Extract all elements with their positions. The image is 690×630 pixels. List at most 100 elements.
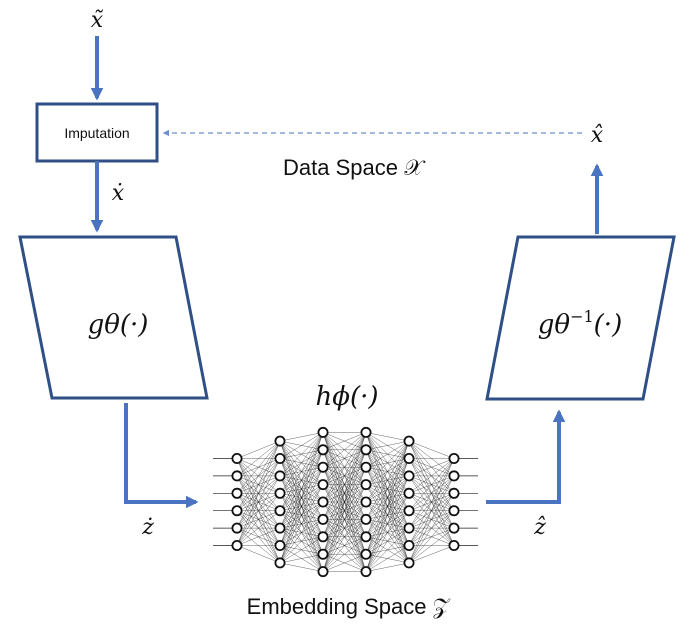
network-connection (322, 432, 367, 451)
z-dot-label: ż (141, 515, 154, 540)
network-node (360, 426, 372, 438)
network-connection (408, 440, 455, 459)
network-connection (365, 458, 410, 572)
x-tilde-label: x̃ (91, 8, 104, 33)
network-connection (279, 432, 324, 529)
network-connection (322, 432, 367, 555)
network-connection (365, 527, 410, 572)
network-node (360, 444, 372, 456)
network-connection (322, 519, 367, 572)
decoder-label-superscript: −1 (570, 307, 594, 326)
network-node (360, 566, 372, 578)
network-node (403, 522, 415, 534)
data-space-label: Data Space 𝒳 (283, 155, 426, 180)
network-connection (322, 432, 367, 503)
network-connection (408, 458, 455, 511)
network-connection (236, 527, 281, 546)
encoder-to-network-arrow (124, 403, 199, 509)
neural-network (213, 426, 478, 578)
network-node (403, 435, 415, 447)
network-node (448, 505, 460, 517)
network-connection (408, 510, 455, 564)
imputation-box: Imputation (35, 102, 159, 163)
network-connection (279, 536, 324, 564)
network-node (317, 513, 329, 525)
network-connection (365, 441, 410, 555)
network-connection (279, 432, 324, 442)
network-connection (365, 493, 410, 572)
network-connection (322, 553, 367, 572)
network-node (317, 496, 329, 508)
network-node (317, 426, 329, 438)
network-connection (236, 440, 281, 477)
network-node (231, 505, 243, 517)
network-node (231, 540, 243, 552)
z-hat-label: ẑ (533, 515, 546, 540)
network-node (360, 496, 372, 508)
network-node (448, 540, 460, 552)
network-connection (236, 441, 281, 546)
network-connection (279, 449, 324, 563)
network-node (274, 487, 286, 499)
network-connection (322, 432, 367, 520)
network-node (403, 540, 415, 552)
network-connection (322, 432, 367, 537)
network-connection (279, 484, 324, 564)
x-hat-label: x̂ (591, 123, 604, 148)
network-connection (408, 458, 455, 494)
network-node (231, 487, 243, 499)
network-node (274, 470, 286, 482)
network-connection (322, 501, 367, 572)
network-node (403, 487, 415, 499)
network-connection (322, 484, 367, 572)
network-connection (279, 432, 324, 563)
network-connection (408, 527, 455, 564)
network-connection (322, 432, 367, 485)
network-node (274, 540, 286, 552)
decoder-box: gθ−1(·) (485, 235, 676, 401)
network-connection (236, 441, 281, 529)
network-node (448, 487, 460, 499)
network-node (231, 452, 243, 464)
network-node (317, 531, 329, 543)
network-connection (322, 449, 367, 572)
network-connection (279, 553, 324, 564)
network-connection (236, 510, 281, 546)
network-connection (322, 467, 367, 572)
network-connection (236, 545, 281, 564)
network-node (448, 470, 460, 482)
network-node (274, 435, 286, 447)
x-dot-label: ẋ (112, 181, 125, 206)
network-node (360, 548, 372, 560)
network-connection (279, 432, 324, 511)
network-connection (236, 440, 281, 494)
network-node (274, 452, 286, 464)
network-node (403, 557, 415, 569)
network-connection (279, 562, 324, 572)
network-connection (236, 493, 281, 546)
network-connection (408, 475, 455, 564)
network-node (448, 522, 460, 534)
network-connection (322, 432, 367, 468)
network-node (231, 522, 243, 534)
network-connection (279, 467, 324, 563)
network-node (360, 531, 372, 543)
network-connection (236, 458, 281, 546)
network-connection (279, 432, 324, 494)
decoder-label-base: gθ (538, 310, 571, 340)
network-connection (365, 510, 410, 572)
network-connection (408, 458, 455, 477)
network-node (360, 513, 372, 525)
network-label: hϕ(·) (315, 382, 378, 412)
network-connection (279, 432, 324, 546)
network-connection (279, 432, 324, 477)
network-connection (408, 493, 455, 564)
encoder-label: gθ(·) (88, 310, 149, 340)
network-connection (365, 475, 410, 572)
network-node (403, 452, 415, 464)
network-connection (322, 536, 367, 572)
network-connection (236, 440, 281, 511)
network-connection (365, 440, 410, 485)
network-node (360, 479, 372, 491)
